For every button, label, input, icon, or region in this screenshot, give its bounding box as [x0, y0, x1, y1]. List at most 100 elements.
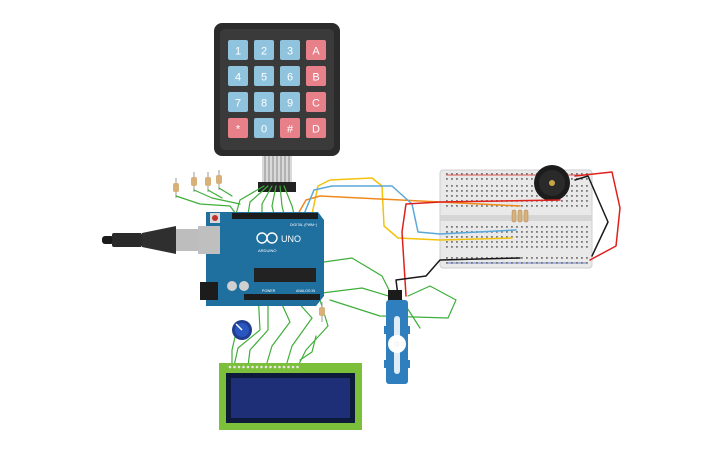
- breadboard-hole: [556, 226, 558, 228]
- breadboard-hole: [476, 195, 478, 197]
- breadboard-hole: [536, 241, 538, 243]
- breadboard-hole: [531, 190, 533, 192]
- breadboard-hole: [526, 246, 528, 248]
- breadboard-hole: [471, 173, 473, 175]
- breadboard-hole: [531, 185, 533, 187]
- breadboard-hole: [476, 190, 478, 192]
- breadboard-hole: [511, 231, 513, 233]
- breadboard-hole: [466, 262, 468, 264]
- keypad-key[interactable]: [254, 40, 274, 60]
- wire-red-power[interactable]: [401, 199, 561, 297]
- lcd-resistor[interactable]: [319, 302, 325, 322]
- keypad-key[interactable]: [254, 118, 274, 138]
- keypad-key[interactable]: [306, 66, 326, 86]
- breadboard-hole: [456, 190, 458, 192]
- breadboard-hole: [531, 205, 533, 207]
- breadboard-hole: [486, 241, 488, 243]
- keypad-key[interactable]: [254, 66, 274, 86]
- breadboard-hole: [576, 173, 578, 175]
- lcd-pin: [251, 365, 254, 369]
- breadboard-hole: [566, 226, 568, 228]
- breadboard-hole: [531, 226, 533, 228]
- breadboard-hole: [581, 185, 583, 187]
- pulldown-resistors[interactable]: [173, 170, 222, 198]
- keypad-key[interactable]: [306, 40, 326, 60]
- breadboard-hole: [506, 178, 508, 180]
- piezo-buzzer[interactable]: [534, 165, 570, 201]
- breadboard-hole: [446, 200, 448, 202]
- breadboard-hole: [586, 246, 588, 248]
- keypad-key-label: C: [312, 98, 320, 110]
- breadboard-hole: [481, 257, 483, 259]
- breadboard-hole: [496, 246, 498, 248]
- keypad-key[interactable]: [228, 92, 248, 112]
- breadboard-hole: [511, 195, 513, 197]
- breadboard-hole: [546, 231, 548, 233]
- breadboard-hole: [476, 185, 478, 187]
- breadboard-hole: [461, 173, 463, 175]
- breadboard-hole: [551, 246, 553, 248]
- breadboard-hole: [526, 241, 528, 243]
- breadboard-hole: [581, 173, 583, 175]
- lcd-display[interactable]: [219, 363, 362, 430]
- breadboard-hole: [521, 262, 523, 264]
- breadboard-hole: [551, 205, 553, 207]
- potentiometer[interactable]: [232, 320, 252, 340]
- wire-black-buzzer[interactable]: [574, 175, 609, 257]
- breadboard-hole: [521, 241, 523, 243]
- breadboard-hole: [511, 246, 513, 248]
- breadboard-hole: [566, 246, 568, 248]
- breadboard-hole: [511, 241, 513, 243]
- breadboard-hole: [581, 241, 583, 243]
- breadboard-hole: [521, 231, 523, 233]
- breadboard-hole: [531, 241, 533, 243]
- keypad-key[interactable]: [280, 66, 300, 86]
- breadboard-hole: [551, 226, 553, 228]
- wire-blue[interactable]: [303, 185, 517, 235]
- keypad-key[interactable]: [228, 118, 248, 138]
- breadboard-hole: [561, 257, 563, 259]
- arduino-uno[interactable]: UNO ARDUINO DIGITAL (PWM~) POWER ANALOG …: [102, 212, 324, 306]
- keypad-key[interactable]: [280, 118, 300, 138]
- breadboard-hole: [516, 195, 518, 197]
- breadboard-hole: [506, 231, 508, 233]
- breadboard-hole: [486, 262, 488, 264]
- breadboard-hole: [496, 231, 498, 233]
- keypad-key[interactable]: [306, 92, 326, 112]
- keypad-key[interactable]: [306, 118, 326, 138]
- breadboard-hole: [556, 241, 558, 243]
- breadboard-hole: [496, 226, 498, 228]
- breadboard-hole: [486, 185, 488, 187]
- wire-orange[interactable]: [297, 195, 521, 215]
- lcd-pin: [233, 365, 236, 369]
- breadboard-hole: [501, 262, 503, 264]
- breadboard-hole: [576, 205, 578, 207]
- breadboard-hole: [491, 257, 493, 259]
- breadboard-hole: [546, 236, 548, 238]
- breadboard-hole: [501, 231, 503, 233]
- keypad-key[interactable]: [228, 66, 248, 86]
- wire-green-keypad[interactable]: [175, 185, 295, 215]
- breadboard-hole: [491, 262, 493, 264]
- wire-black-ground[interactable]: [395, 257, 521, 297]
- keypad-key[interactable]: [280, 92, 300, 112]
- breadboard-hole: [446, 173, 448, 175]
- breadboard-hole: [521, 178, 523, 180]
- breadboard-hole: [496, 178, 498, 180]
- breadboard-hole: [586, 185, 588, 187]
- breadboard-hole: [511, 185, 513, 187]
- breadboard-hole: [456, 185, 458, 187]
- breadboard-hole: [511, 178, 513, 180]
- breadboard-hole: [536, 236, 538, 238]
- breadboard-hole: [476, 205, 478, 207]
- breadboard-hole: [586, 226, 588, 228]
- breadboard-hole: [496, 262, 498, 264]
- keypad-key[interactable]: [280, 40, 300, 60]
- breadboard-hole: [521, 185, 523, 187]
- keypad-key[interactable]: [254, 92, 274, 112]
- keypad-key[interactable]: [228, 40, 248, 60]
- breadboard-hole: [471, 257, 473, 259]
- wire-red-buzzer[interactable]: [574, 171, 621, 261]
- servo-motor[interactable]: [384, 290, 410, 384]
